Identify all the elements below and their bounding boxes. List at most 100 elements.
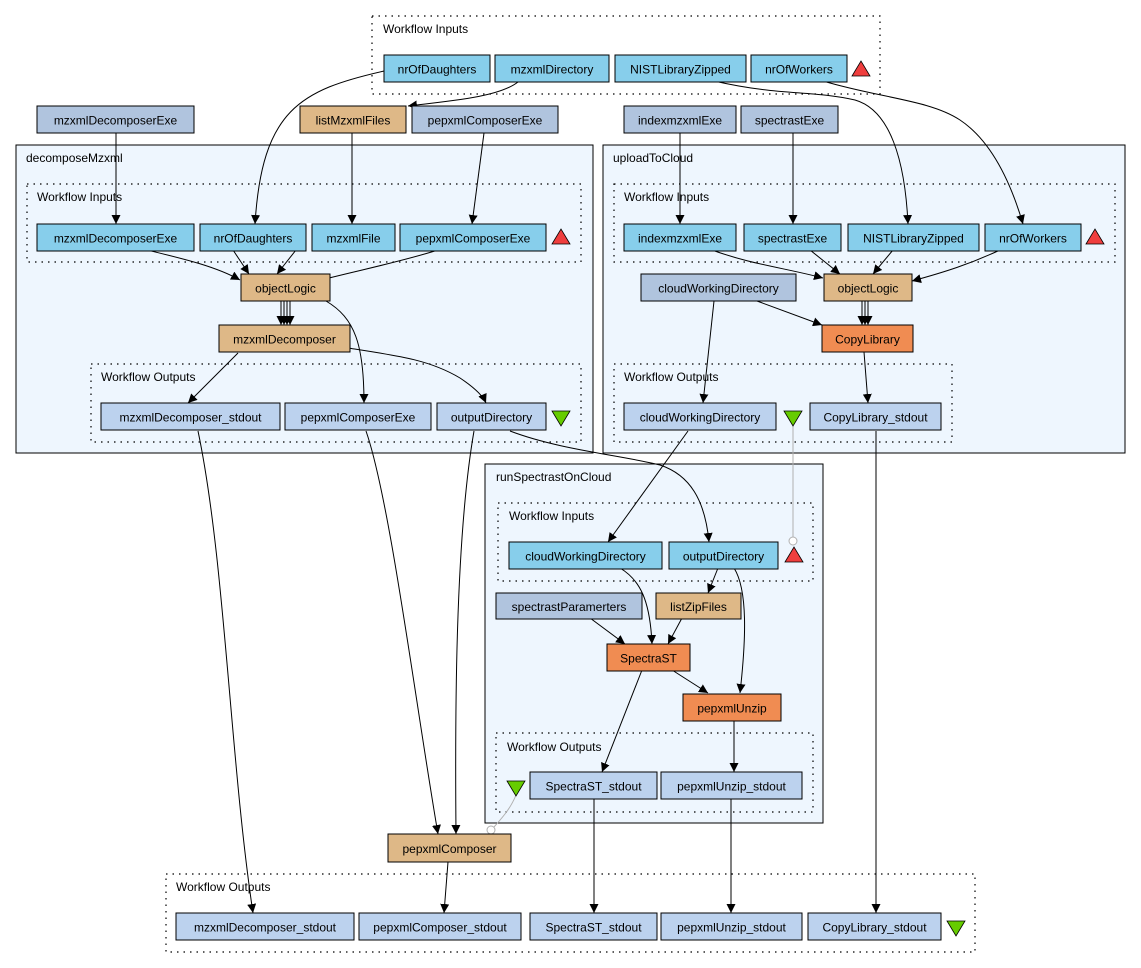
node-label: NISTLibraryZipped bbox=[630, 63, 731, 77]
node-box bbox=[383, 54, 491, 83]
cluster-label: runSpectrastOnCloud bbox=[496, 470, 611, 484]
edge bbox=[316, 249, 439, 284]
node-input-port[interactable]: spectrastExe bbox=[743, 223, 842, 252]
node-input-port[interactable]: nrOfWorkers bbox=[750, 54, 848, 83]
control-link bbox=[493, 794, 517, 828]
edge bbox=[468, 132, 485, 225]
node-input-port[interactable]: mzxmlFile bbox=[311, 223, 396, 252]
node-wsdl-tool[interactable]: CopyLibrary bbox=[821, 324, 914, 353]
node-label: pepxmlUnzip_stdout bbox=[677, 780, 786, 794]
node-box bbox=[358, 912, 522, 941]
input-port-marker-icon bbox=[784, 546, 804, 563]
node-label: pepxmlUnzip bbox=[697, 702, 767, 716]
node-label: pepxmlComposer_stdout bbox=[373, 921, 507, 935]
node-box bbox=[36, 105, 195, 134]
node-beanshell[interactable]: objectLogic bbox=[823, 273, 913, 302]
edge bbox=[711, 249, 824, 281]
edge bbox=[667, 617, 683, 645]
node-label: objectLogic bbox=[255, 282, 316, 296]
node-label: CopyLibrary_stdout bbox=[823, 411, 928, 425]
node-box bbox=[823, 273, 913, 302]
node-output-port[interactable]: CopyLibrary_stdout bbox=[809, 402, 942, 431]
node-output-port[interactable]: outputDirectory bbox=[436, 402, 547, 431]
node-label: NISTLibraryZipped bbox=[863, 232, 964, 246]
node-box bbox=[847, 223, 980, 252]
node-box bbox=[640, 273, 797, 302]
node-constant[interactable]: mzxmlDecomposerExe bbox=[36, 105, 195, 134]
node-input-port[interactable]: outputDirectory bbox=[668, 541, 779, 570]
input-port-marker-icon bbox=[851, 60, 871, 77]
cluster-label: Workflow Outputs bbox=[624, 370, 718, 384]
node-constant[interactable]: spectrastExe bbox=[740, 105, 839, 134]
node-box bbox=[807, 912, 942, 941]
node-beanshell[interactable]: pepxmlComposer bbox=[387, 833, 512, 863]
node-beanshell[interactable]: objectLogic bbox=[240, 273, 331, 302]
node-label: mzxmlDirectory bbox=[511, 63, 594, 77]
node-input-port[interactable]: nrOfWorkers bbox=[984, 223, 1082, 252]
node-output-port[interactable]: pepxmlComposer_stdout bbox=[358, 912, 522, 941]
node-label: mzxmlDecomposerExe bbox=[54, 232, 178, 246]
edge bbox=[146, 249, 241, 281]
node-label: cloudWorkingDirectory bbox=[525, 550, 646, 564]
node-input-port[interactable]: nrOfDaughters bbox=[383, 54, 491, 83]
node-beanshell[interactable]: mzxmlDecomposer bbox=[218, 324, 351, 353]
node-constant[interactable]: cloudWorkingDirectory bbox=[640, 273, 797, 302]
node-input-port[interactable]: pepxmlComposerExe bbox=[399, 223, 547, 252]
node-box bbox=[614, 54, 747, 83]
node-output-port[interactable]: CopyLibrary_stdout bbox=[807, 912, 942, 941]
node-label: SpectraST_stdout bbox=[545, 780, 642, 794]
node-input-port[interactable]: mzxmlDirectory bbox=[494, 54, 610, 83]
node-box bbox=[660, 912, 803, 941]
node-input-port[interactable]: nrOfDaughters bbox=[199, 223, 307, 252]
node-input-port[interactable]: indexmzxmlExe bbox=[623, 223, 737, 252]
node-input-port[interactable]: NISTLibraryZipped bbox=[847, 223, 980, 252]
node-wsdl-tool[interactable]: pepxmlUnzip bbox=[682, 693, 782, 722]
edge bbox=[440, 861, 450, 914]
node-input-port[interactable]: NISTLibraryZipped bbox=[614, 54, 747, 83]
node-label: mzxmlDecomposer_stdout bbox=[194, 921, 337, 935]
node-beanshell[interactable]: listZipFiles bbox=[655, 592, 742, 620]
node-output-port[interactable]: pepxmlUnzip_stdout bbox=[660, 912, 803, 941]
node-box bbox=[199, 223, 307, 252]
node-input-port[interactable]: mzxmlDecomposerExe bbox=[36, 223, 195, 252]
node-beanshell[interactable]: listMzxmlFiles bbox=[299, 105, 407, 134]
node-box bbox=[529, 771, 658, 800]
node-box bbox=[175, 912, 355, 941]
edge bbox=[187, 352, 239, 404]
node-constant[interactable]: indexmzxmlExe bbox=[623, 105, 737, 134]
node-box bbox=[411, 105, 559, 134]
node-output-port[interactable]: mzxmlDecomposer_stdout bbox=[100, 402, 281, 431]
control-link-end-icon bbox=[788, 536, 798, 546]
cluster-label: decomposeMzxml bbox=[26, 151, 123, 165]
node-wsdl-tool[interactable]: SpectraST bbox=[606, 643, 691, 672]
node-output-port[interactable]: SpectraST_stdout bbox=[529, 912, 658, 941]
edge bbox=[671, 669, 709, 694]
control-link-end-icon bbox=[486, 825, 496, 835]
node-constant[interactable]: pepxmlComposerExe bbox=[411, 105, 559, 134]
output-port-marker-icon bbox=[551, 410, 571, 427]
node-output-port[interactable]: mzxmlDecomposer_stdout bbox=[175, 912, 355, 941]
node-output-port[interactable]: pepxmlComposerExe bbox=[284, 402, 432, 431]
edge bbox=[232, 249, 250, 275]
node-output-port[interactable]: cloudWorkingDirectory bbox=[623, 402, 777, 431]
node-constant[interactable]: spectrastParamerters bbox=[495, 592, 643, 620]
edge bbox=[733, 567, 746, 694]
edge bbox=[822, 80, 1025, 225]
edge bbox=[251, 70, 385, 225]
node-input-port[interactable]: cloudWorkingDirectory bbox=[508, 541, 663, 570]
node-box bbox=[311, 223, 396, 252]
node-box bbox=[750, 54, 848, 83]
node-output-port[interactable]: SpectraST_stdout bbox=[529, 771, 658, 800]
input-port-marker-icon bbox=[1085, 228, 1105, 245]
node-box bbox=[821, 324, 914, 353]
node-label: indexmzxmlExe bbox=[638, 232, 722, 246]
output-port-marker-icon bbox=[783, 410, 803, 427]
edge bbox=[607, 430, 689, 543]
node-label: objectLogic bbox=[838, 282, 899, 296]
cluster-label: Workflow Outputs bbox=[176, 880, 270, 894]
cluster-label: Workflow Inputs bbox=[37, 190, 122, 204]
node-output-port[interactable]: pepxmlUnzip_stdout bbox=[660, 771, 803, 800]
node-label: spectrastExe bbox=[755, 114, 825, 128]
node-box bbox=[495, 592, 643, 620]
